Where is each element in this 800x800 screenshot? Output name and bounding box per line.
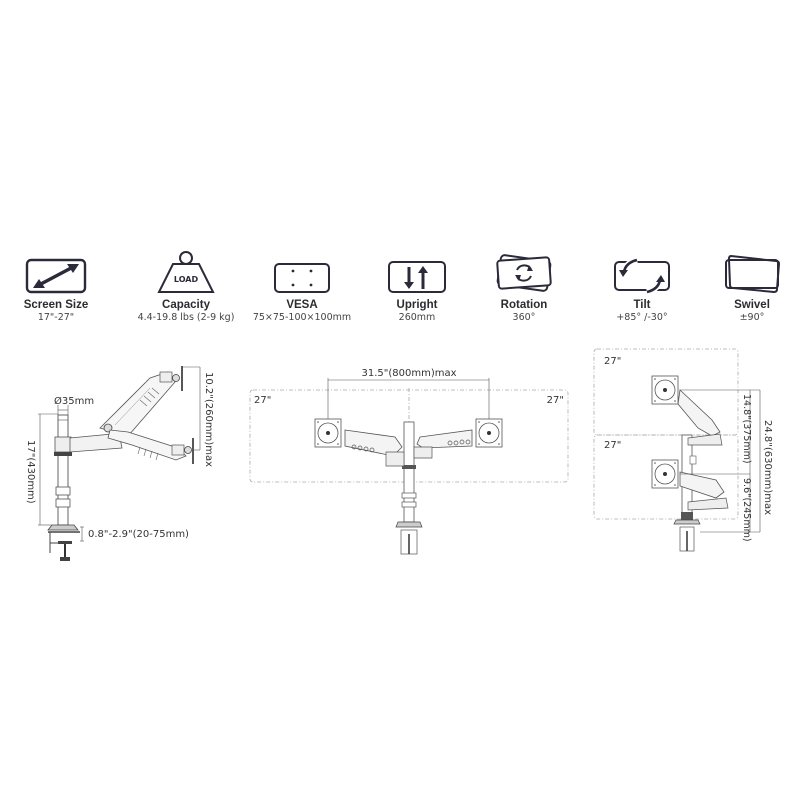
span-label: 31.5"(800mm)max bbox=[361, 368, 456, 379]
arm-travel-label: 10.2"(260mm)max bbox=[203, 372, 214, 467]
upper-offset-label: 14.8"(375mm) bbox=[741, 394, 752, 464]
left-screen-size-label: 27" bbox=[254, 395, 271, 406]
feature-rotation: Rotation 360° bbox=[464, 250, 584, 324]
feature-value: 17"-27" bbox=[37, 312, 75, 323]
feature-label: Swivel bbox=[734, 299, 770, 311]
right-screen-size-label: 27" bbox=[547, 395, 564, 406]
rotate-screen-icon bbox=[464, 250, 584, 294]
diagonal-double-arrow-icon bbox=[0, 250, 116, 294]
top-screen-size-label: 27" bbox=[604, 356, 621, 367]
feature-screen-size: Screen Size 17"-27" bbox=[0, 250, 116, 324]
feature-value: +85° /-30° bbox=[616, 312, 668, 323]
pole-height-label: 17"(430mm) bbox=[25, 440, 36, 504]
load-weight-icon: LOAD bbox=[126, 250, 246, 294]
front-view-diagram: 31.5"(800mm)max 27" 27" bbox=[249, 368, 569, 555]
feature-value: 360° bbox=[512, 312, 536, 323]
feature-vesa: VESA 75×75-100×100mm bbox=[242, 250, 362, 324]
feature-label: Capacity bbox=[162, 299, 210, 311]
feature-value: ±90° bbox=[739, 312, 765, 323]
clamp-range-label: 0.8"-2.9"(20-75mm) bbox=[88, 529, 189, 540]
feature-capacity: LOAD Capacity 4.4-19.8 lbs (2-9 kg) bbox=[126, 250, 246, 324]
vesa-holes-icon bbox=[242, 250, 362, 294]
side-view-diagram: Ø35mm 17"(430mm) 10.2"(260mm)max 0.8"-2.… bbox=[25, 366, 214, 561]
feature-swivel: Swivel ±90° bbox=[692, 250, 800, 324]
total-height-label: 24.8"(630mm)max bbox=[762, 420, 773, 515]
up-down-arrows-icon bbox=[357, 250, 477, 294]
feature-label: Upright bbox=[396, 299, 438, 311]
feature-value: 75×75-100×100mm bbox=[252, 312, 352, 323]
feature-tilt: Tilt +85° /-30° bbox=[582, 250, 702, 324]
feature-label: Tilt bbox=[633, 299, 651, 311]
bottom-screen-size-label: 27" bbox=[604, 440, 621, 451]
feature-label: Rotation bbox=[500, 299, 548, 311]
feature-upright: Upright 260mm bbox=[357, 250, 477, 324]
lower-offset-label: 9.6"(245mm) bbox=[741, 478, 752, 542]
pole-diameter-label: Ø35mm bbox=[54, 395, 94, 407]
feature-label: Screen Size bbox=[23, 299, 89, 311]
tilt-screen-icon bbox=[582, 250, 702, 294]
feature-label: VESA bbox=[286, 299, 318, 311]
feature-value: 4.4-19.8 lbs (2-9 kg) bbox=[137, 312, 235, 323]
feature-value: 260mm bbox=[398, 312, 436, 323]
swivel-screen-icon bbox=[692, 250, 800, 294]
stacked-view-diagram: 27" 27" 14.8"(375mm) 9.6"(245mm) 24.8"(6… bbox=[593, 348, 773, 552]
svg-text:LOAD: LOAD bbox=[174, 275, 199, 284]
